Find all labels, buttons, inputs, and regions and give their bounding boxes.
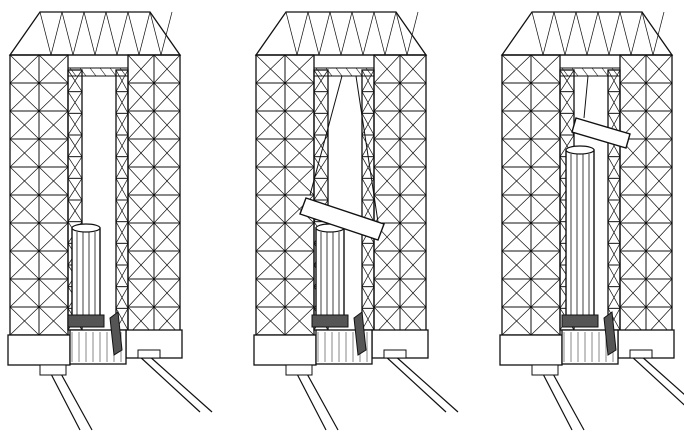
overhead-crane — [559, 67, 621, 77]
tower-base — [253, 329, 429, 376]
umbilical-mast — [603, 311, 617, 356]
umbilical-mast — [109, 311, 123, 356]
tower-right-column — [373, 54, 427, 336]
tower-right-column — [619, 54, 673, 336]
tower-roof-truss — [500, 11, 674, 56]
umbilical-mast — [353, 311, 367, 356]
tower-roof-truss — [254, 11, 428, 56]
second-stage-rocket — [299, 75, 385, 241]
tower-left-column — [501, 54, 561, 336]
overhead-crane — [313, 67, 375, 77]
tower-base — [7, 329, 183, 376]
tower-panel-2 — [253, 11, 459, 431]
ground-rails — [541, 354, 684, 431]
first-stage-rocket — [67, 223, 105, 328]
tower-left-column — [9, 54, 69, 336]
first-stage-rocket — [311, 223, 349, 328]
tower-base — [499, 329, 675, 376]
tower-panel-3 — [499, 11, 684, 431]
tower-left-column — [255, 54, 315, 336]
first-stage-rocket — [561, 145, 599, 328]
ground-rails — [295, 354, 459, 431]
tower-roof-truss — [8, 11, 182, 56]
second-stage-rocket — [571, 75, 631, 149]
tower-right-column — [127, 54, 181, 336]
ground-rails — [49, 354, 213, 431]
overhead-crane — [67, 67, 129, 77]
tower-panel-1 — [7, 11, 213, 431]
